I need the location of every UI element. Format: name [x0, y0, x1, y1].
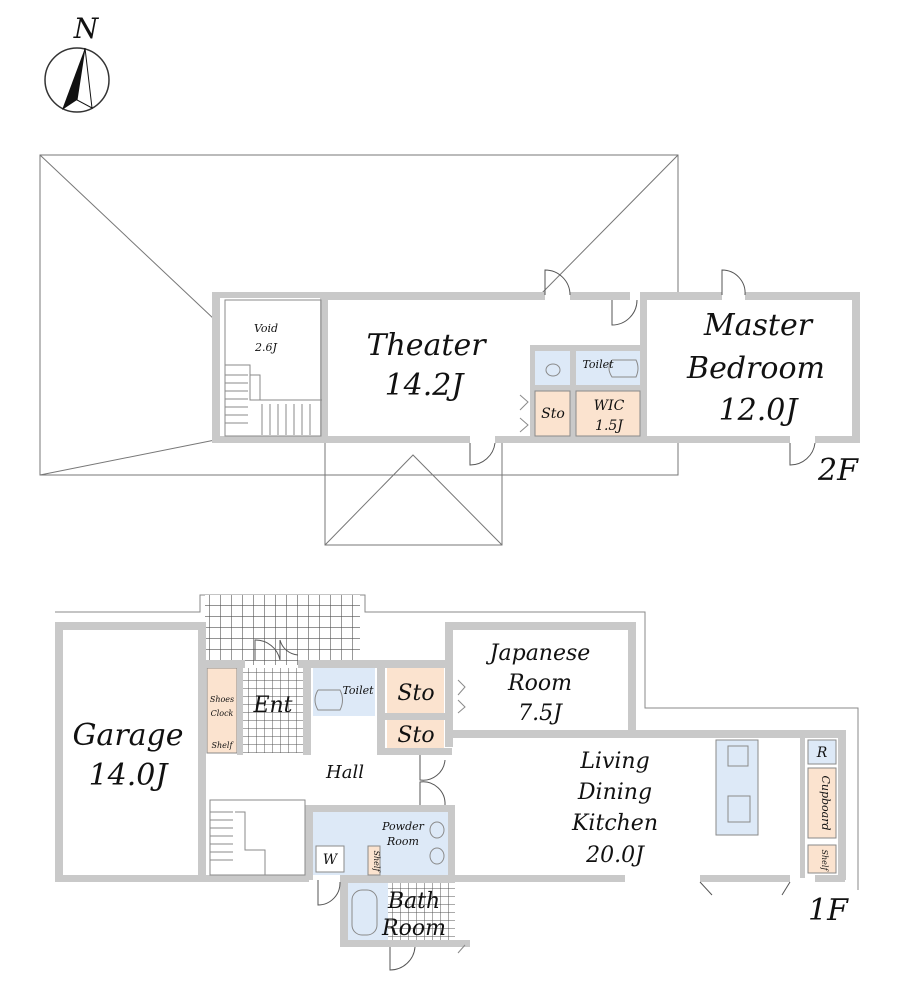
entrance-porch-tiles — [205, 595, 360, 665]
first-floor-toilet-label: Toilet — [342, 684, 374, 697]
shoes-clock-label-line1: Shoes — [210, 695, 234, 704]
theater-label: Theater — [366, 328, 487, 363]
shoes-clock-shelf-label: Shelf — [212, 741, 235, 750]
powder-room-label-line1: Powder — [381, 820, 425, 833]
cupboard-label: Cupboard — [819, 775, 832, 830]
japanese-room-label-line2: Room — [507, 671, 572, 696]
second-floor-toilet-label: Toilet — [582, 358, 614, 371]
ldk-label-line1: Living — [579, 749, 649, 774]
master-bedroom-size: 12.0J — [719, 393, 800, 428]
master-bedroom-label-line2: Bedroom — [686, 351, 825, 386]
void-label: Void — [254, 322, 278, 335]
ldk-size: 20.0J — [585, 843, 645, 868]
powder-shelf-label: Shelf — [372, 851, 381, 874]
storage-lower-label: Sto — [397, 723, 434, 748]
hall-label: Hall — [325, 762, 364, 783]
storage-upper-label: Sto — [397, 681, 434, 706]
compass-north-label: N — [73, 12, 100, 45]
compass: N — [44, 12, 110, 113]
second-floor-storage-label: Sto — [541, 406, 565, 422]
first-floor-plan: Garage 14.0J Shoes Clock Shelf Ent Toile… — [55, 594, 859, 971]
entrance-label: Ent — [252, 693, 292, 718]
entrance-floor-tiles — [243, 668, 303, 753]
japanese-room-size: 7.5J — [518, 701, 563, 726]
master-bedroom-label-line1: Master — [703, 308, 814, 343]
shoes-clock-label-line2: Clock — [211, 709, 234, 718]
washer-label: W — [323, 852, 339, 868]
japanese-room-label-line1: Japanese — [486, 641, 591, 666]
ldk-label-line3: Kitchen — [571, 811, 658, 836]
second-floor-label: 2F — [817, 453, 859, 488]
powder-room-label-line2: Room — [386, 835, 419, 848]
bath-room-label-line2: Room — [381, 916, 446, 941]
ldk-label-line2: Dining — [577, 780, 652, 805]
bath-room-label-line1: Bath — [387, 889, 440, 914]
first-floor-label: 1F — [808, 893, 849, 928]
wic-label: WIC — [594, 398, 625, 414]
wic-size: 1.5J — [595, 418, 624, 434]
void-size: 2.6J — [254, 341, 277, 354]
refrigerator-label: R — [816, 745, 828, 761]
garage-label: Garage — [72, 718, 183, 753]
theater-size: 14.2J — [385, 368, 466, 403]
garage-size: 14.0J — [89, 758, 170, 793]
ldk-shelf-label: Shelf — [820, 850, 829, 873]
compass-needle-icon — [62, 48, 85, 110]
second-floor-plan: Void 2.6J Theater 14.2J Master Bedroom 1… — [212, 269, 860, 488]
